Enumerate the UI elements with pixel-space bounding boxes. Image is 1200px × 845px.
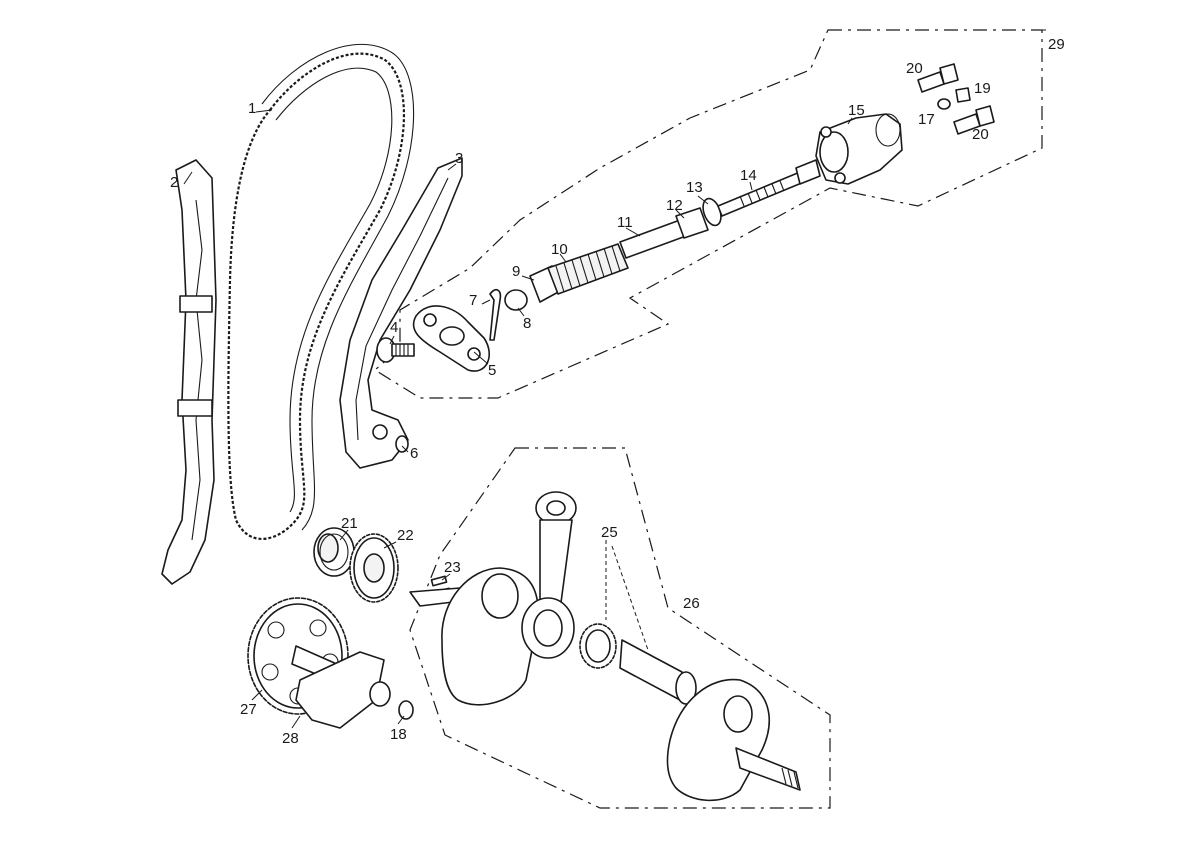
tensioner-assembly-group-outline	[373, 29, 1043, 399]
small-washer	[937, 98, 951, 110]
small-nut	[955, 87, 971, 103]
threaded-adjuster-rod	[717, 159, 821, 217]
tensioner-spring	[547, 243, 629, 295]
callout-14: 14	[740, 167, 757, 184]
callout-7: 7	[469, 292, 477, 309]
callout-1: 1	[248, 100, 256, 117]
chain-guide-rail	[161, 159, 217, 585]
tensioner-gasket	[412, 305, 490, 372]
callout-5: 5	[488, 362, 496, 379]
callout-8: 8	[523, 315, 531, 332]
callout-13: 13	[686, 179, 703, 196]
callout-20-lower: 20	[972, 126, 989, 143]
callout-22: 22	[397, 527, 414, 544]
tensioner-chain-guide	[339, 157, 463, 469]
pivot-bolt	[376, 337, 415, 363]
callout-10: 10	[551, 241, 568, 258]
callout-2: 2	[170, 174, 178, 191]
callout-3: 3	[455, 150, 463, 167]
callout-11: 11	[617, 214, 633, 231]
callout-19: 19	[974, 80, 991, 97]
guide-washer	[395, 435, 409, 453]
balance-shaft	[291, 645, 391, 729]
crank-pin	[619, 639, 683, 701]
callout-9: 9	[512, 263, 520, 280]
tensioner-bolt-upper	[917, 63, 959, 93]
split-pin	[489, 288, 502, 341]
callout-20-upper: 20	[906, 60, 923, 77]
callout-12: 12	[666, 197, 683, 214]
callout-18: 18	[390, 726, 407, 743]
timing-chain	[227, 52, 405, 540]
tensioner-cap	[504, 289, 528, 311]
needle-bearing	[579, 623, 617, 669]
callout-21: 21	[341, 515, 358, 532]
connecting-rod	[521, 491, 577, 659]
callout-26: 26	[683, 595, 700, 612]
tensioner-body	[815, 113, 903, 185]
primary-drive-gear	[349, 533, 399, 603]
callout-25: 25	[601, 524, 618, 541]
callout-23: 23	[444, 559, 461, 576]
balance-shaft-washer	[398, 700, 414, 720]
crankshaft-right-web	[666, 678, 801, 802]
callout-17: 17	[918, 111, 935, 128]
callout-29: 29	[1048, 36, 1065, 53]
plunger-sleeve	[675, 207, 709, 239]
tensioner-bolt-lower	[953, 105, 995, 135]
callout-6: 6	[410, 445, 418, 462]
callout-4: 4	[390, 319, 398, 336]
crankshaft-left-web	[409, 567, 540, 706]
callout-15: 15	[848, 102, 865, 119]
callout-27: 27	[240, 701, 257, 718]
crank-sprocket	[313, 527, 355, 577]
callout-28: 28	[282, 730, 299, 747]
